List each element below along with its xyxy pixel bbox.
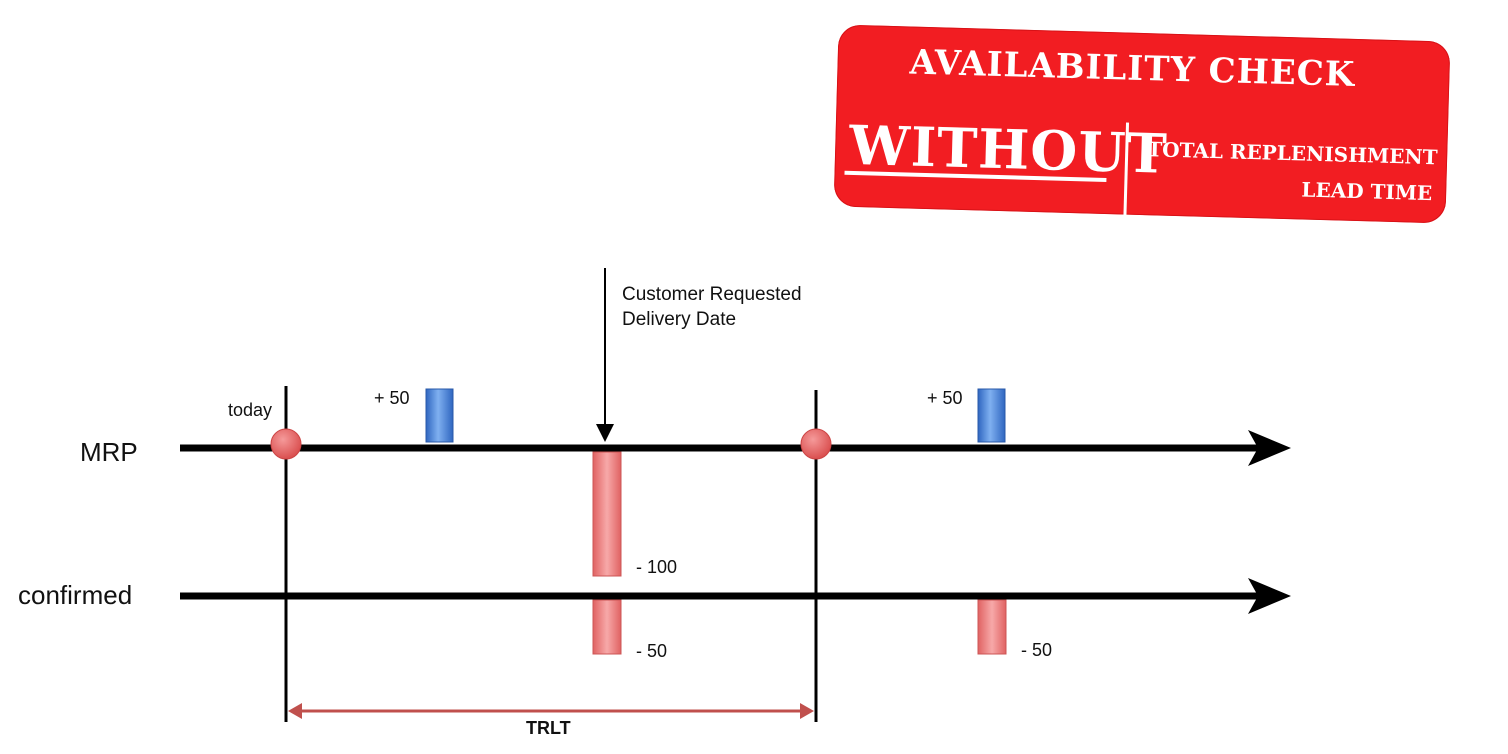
trlt-span-arrow-left (288, 703, 302, 719)
mrp-label: MRP (80, 437, 138, 467)
annotation-customer-requested: Customer Requested (622, 284, 802, 305)
requested-date-arrow-head (596, 424, 614, 442)
confirmed-qty-2: - 50 (1021, 640, 1053, 660)
stamp-line-lead-time: LEAD TIME (1301, 177, 1433, 206)
receipt-qty-1: + 50 (374, 388, 410, 408)
demand-qty: - 100 (636, 557, 678, 577)
stamp-line-total-replenishment: TOTAL REPLENISHMENT (1146, 137, 1438, 170)
annotation-delivery-date: Delivery Date (622, 309, 737, 330)
confirmed-timeline-arrowhead (1248, 578, 1291, 614)
today-marker (270, 428, 302, 460)
trlt-end-marker (800, 428, 832, 460)
receipt-bar-2 (977, 388, 1006, 443)
confirmed-label: confirmed (18, 580, 133, 610)
availability-check-stamp: AVAILABILITY CHECK WITHOUT TOTAL REPLENI… (833, 24, 1451, 225)
trlt-span-arrow-right (800, 703, 814, 719)
receipt-bar-1 (425, 388, 454, 443)
mrp-demand-bar (592, 451, 622, 577)
confirmed-qty-1: - 50 (636, 641, 668, 661)
today-label: today (228, 400, 273, 420)
trlt-label: TRLT (526, 718, 571, 738)
confirmed-bar-2 (977, 599, 1007, 655)
confirmed-bar-1 (592, 599, 622, 655)
mrp-timeline-arrowhead (1248, 430, 1291, 466)
stamp-title: AVAILABILITY CHECK (909, 42, 1356, 95)
receipt-qty-2: + 50 (927, 388, 963, 408)
